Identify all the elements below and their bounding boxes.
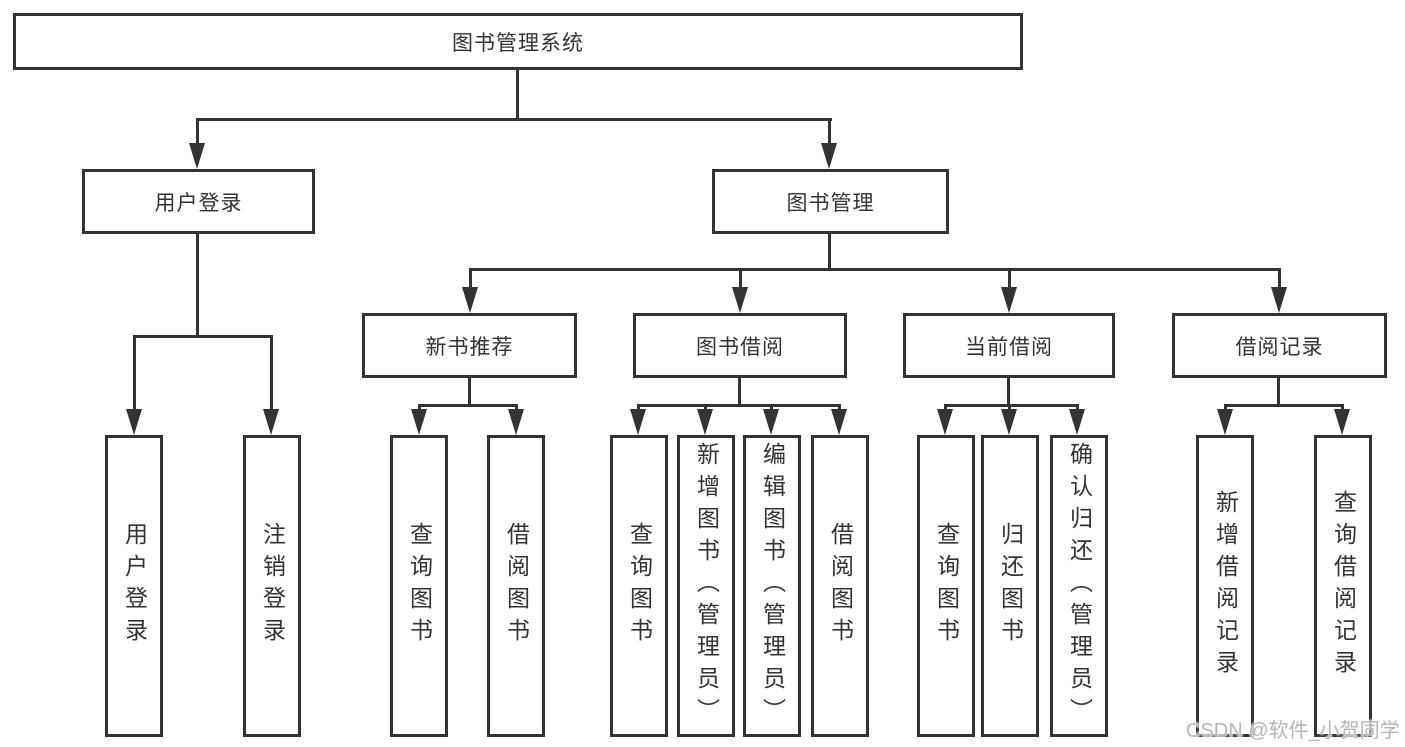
connector-l3-branch (469, 268, 1281, 271)
connector-user-login-branch (133, 335, 273, 338)
leaf-label: 确认归还（管理员） (1066, 442, 1093, 730)
connector-arrow-stem (739, 268, 742, 292)
connector-arrow-stem (418, 404, 421, 413)
connector-arrow-stem (515, 404, 518, 413)
leaf-add-borrow-record: 新增借阅记录 (1196, 435, 1254, 737)
csdn-watermark: CSDN @软件_小贺同学 (1186, 720, 1400, 742)
arrowhead-down-icon (1217, 409, 1233, 435)
connector-arrow-stem (469, 268, 472, 292)
arrowhead-down-icon (1001, 409, 1017, 435)
arrowhead-down-icon (1001, 287, 1017, 313)
arrowhead-down-icon (1069, 409, 1085, 435)
arrowhead-down-icon (508, 409, 524, 435)
node-new-book-recommend: 新书推荐 (362, 313, 577, 378)
arrowhead-down-icon (1271, 287, 1287, 313)
leaf-label: 归还图书 (997, 522, 1024, 650)
connector-book-borrow-branch (637, 404, 840, 407)
connector-arrow-stem (270, 335, 273, 413)
connector-arrow-stem (944, 404, 947, 413)
connector-arrow-stem (133, 335, 136, 413)
leaf-label: 借阅图书 (503, 522, 530, 650)
leaf-edit-book-admin: 编辑图书（管理员） (743, 435, 801, 737)
leaf-label: 查询图书 (933, 522, 960, 650)
connector-arrow-stem (1008, 404, 1011, 413)
connector-current-borrow-branch (944, 404, 1079, 407)
connector-arrow-stem (828, 118, 831, 148)
leaf-label: 查询图书 (406, 522, 433, 650)
leaf-borrow-books-recommend: 借阅图书 (487, 435, 545, 737)
leaf-label: 注销登录 (259, 522, 286, 650)
leaf-label: 新增借阅记录 (1212, 490, 1239, 682)
node-book-borrowing: 图书借阅 (633, 313, 847, 378)
leaf-query-books-borrow: 查询图书 (610, 435, 668, 737)
connector-arrow-stem (1341, 404, 1344, 413)
arrowhead-down-icon (189, 143, 205, 169)
leaf-query-books-current: 查询图书 (917, 435, 975, 737)
connector-arrow-stem (1278, 268, 1281, 292)
connector-new-book-stub (468, 378, 471, 406)
node-book-management: 图书管理 (712, 169, 949, 234)
connector-new-book-branch (418, 404, 518, 407)
leaf-query-books-recommend: 查询图书 (390, 435, 448, 737)
arrowhead-down-icon (462, 287, 478, 313)
arrowhead-down-icon (831, 409, 847, 435)
leaf-label: 用户登录 (121, 522, 148, 650)
connector-book-borrow-stub (738, 378, 741, 406)
node-user-login: 用户登录 (82, 169, 315, 234)
leaf-confirm-return-admin: 确认归还（管理员） (1050, 435, 1108, 737)
connector-arrow-stem (704, 404, 707, 413)
leaf-label: 编辑图书（管理员） (759, 442, 786, 730)
connector-book-mgmt-stub (828, 234, 831, 270)
connector-borrow-record-branch (1224, 404, 1344, 407)
node-current-borrowing: 当前借阅 (903, 313, 1115, 378)
leaf-return-books: 归还图书 (981, 435, 1039, 737)
connector-arrow-stem (196, 118, 199, 148)
arrowhead-down-icon (821, 143, 837, 169)
leaf-add-book-admin: 新增图书（管理员） (677, 435, 735, 737)
connector-user-login-stub (196, 234, 199, 338)
arrowhead-down-icon (1334, 409, 1350, 435)
node-library-management-system: 图书管理系统 (13, 13, 1023, 70)
connector-arrow-stem (637, 404, 640, 413)
arrowhead-down-icon (263, 409, 279, 435)
leaf-label: 查询借阅记录 (1330, 490, 1357, 682)
connector-arrow-stem (1076, 404, 1079, 413)
connector-current-borrow-stub (1007, 378, 1010, 406)
leaf-user-login: 用户登录 (105, 435, 163, 737)
connector-arrow-stem (1224, 404, 1227, 413)
arrowhead-down-icon (126, 409, 142, 435)
connector-arrow-stem (770, 404, 773, 413)
connector-arrow-stem (1008, 268, 1011, 292)
arrowhead-down-icon (763, 409, 779, 435)
leaf-logout: 注销登录 (243, 435, 301, 737)
arrowhead-down-icon (630, 409, 646, 435)
node-borrowing-records: 借阅记录 (1172, 313, 1387, 378)
leaf-label: 新增图书（管理员） (693, 442, 720, 730)
connector-borrow-record-stub (1277, 378, 1280, 406)
arrowhead-down-icon (411, 409, 427, 435)
leaf-label: 查询图书 (626, 522, 653, 650)
connector-root-stub (516, 70, 519, 120)
leaf-borrow-books: 借阅图书 (811, 435, 869, 737)
arrowhead-down-icon (937, 409, 953, 435)
leaf-label: 借阅图书 (827, 522, 854, 650)
connector-l1-branch (196, 118, 832, 121)
arrowhead-down-icon (697, 409, 713, 435)
leaf-query-borrow-record: 查询借阅记录 (1314, 435, 1372, 737)
connector-arrow-stem (838, 404, 841, 413)
arrowhead-down-icon (732, 287, 748, 313)
